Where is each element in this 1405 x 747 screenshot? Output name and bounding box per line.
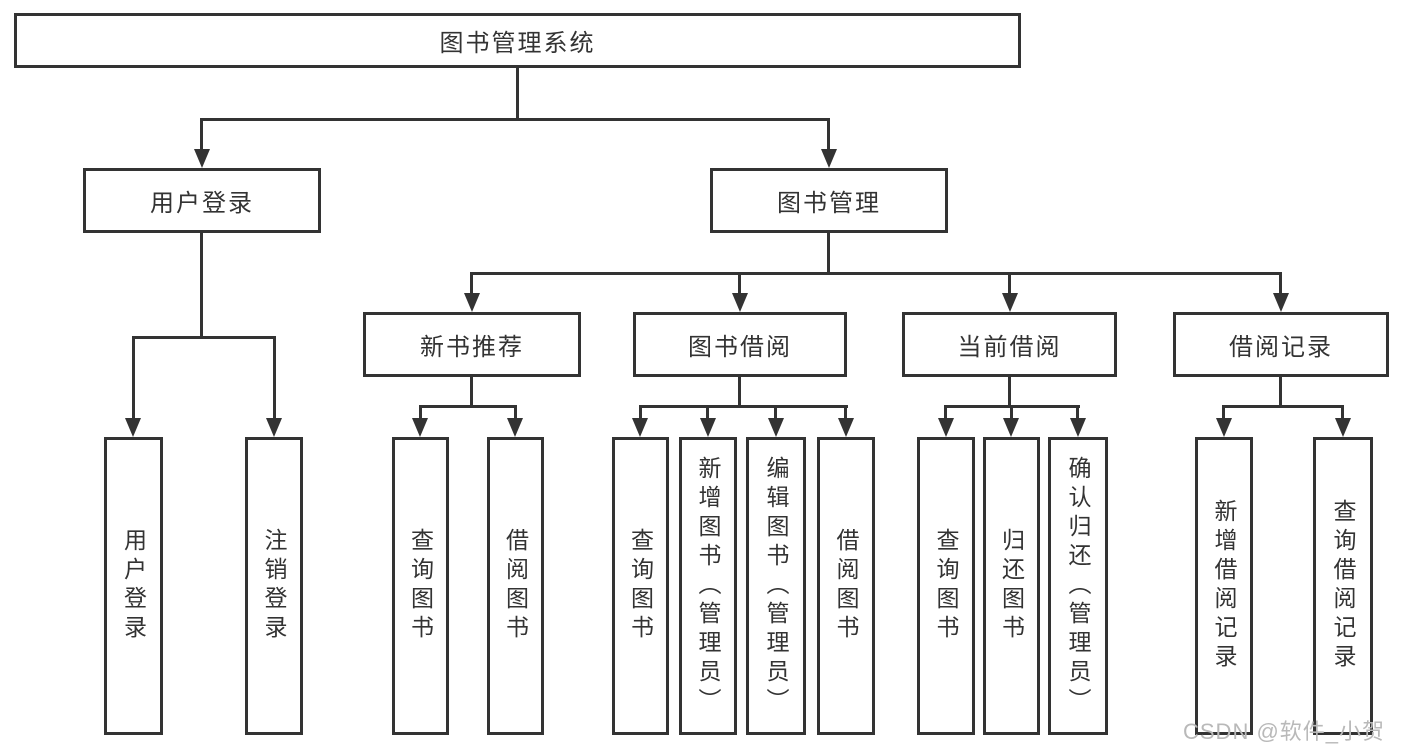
connector-line	[1222, 405, 1344, 408]
arrow-down-icon	[1002, 293, 1018, 312]
arrow-down-icon	[412, 418, 428, 437]
connector-line	[1008, 272, 1011, 296]
arrow-down-icon	[700, 418, 716, 437]
leaf-user-login: 用户登录	[104, 437, 163, 735]
arrow-down-icon	[1003, 418, 1019, 437]
connector-line	[273, 336, 276, 420]
connector-line	[706, 405, 709, 421]
node-borrow-records: 借阅记录	[1173, 312, 1389, 377]
arrow-down-icon	[938, 418, 954, 437]
connector-line	[844, 405, 847, 421]
arrow-down-icon	[838, 418, 854, 437]
connector-line	[1279, 272, 1282, 296]
leaf-edit-books-admin: 编辑图书（管理员）	[746, 437, 806, 735]
leaf-query-books-borrow: 查询图书	[612, 437, 669, 735]
connector-line	[827, 233, 830, 272]
leaf-query-books-current: 查询图书	[917, 437, 975, 735]
connector-line	[738, 272, 741, 296]
connector-line	[944, 405, 947, 421]
connector-line	[639, 405, 642, 421]
connector-line	[827, 118, 830, 152]
arrow-down-icon	[1335, 418, 1351, 437]
connector-line	[200, 233, 203, 336]
connector-line	[1076, 405, 1079, 421]
arrow-down-icon	[194, 149, 210, 168]
connector-line	[1010, 405, 1013, 421]
connector-line	[1341, 405, 1344, 421]
leaf-query-books-recommend: 查询图书	[392, 437, 449, 735]
leaf-borrow-books: 借阅图书	[817, 437, 875, 735]
node-new-book-recommend: 新书推荐	[363, 312, 581, 377]
node-book-borrow: 图书借阅	[633, 312, 847, 377]
connector-line	[470, 377, 473, 405]
leaf-logout: 注销登录	[245, 437, 303, 735]
node-library-management-system: 图书管理系统	[14, 13, 1021, 68]
connector-line	[738, 377, 741, 405]
connector-line	[639, 405, 848, 408]
arrow-down-icon	[632, 418, 648, 437]
connector-line	[774, 405, 777, 421]
csdn-watermark: CSDN @软件_小贺同学	[1183, 719, 1386, 744]
leaf-query-borrow-record: 查询借阅记录	[1313, 437, 1373, 735]
leaf-return-books: 归还图书	[983, 437, 1040, 735]
node-current-borrow: 当前借阅	[902, 312, 1117, 377]
leaf-add-books-admin: 新增图书（管理员）	[679, 437, 737, 735]
arrow-down-icon	[266, 418, 282, 437]
connector-line	[132, 336, 276, 339]
leaf-borrow-books-recommend: 借阅图书	[487, 437, 544, 735]
arrow-down-icon	[1070, 418, 1086, 437]
connector-line	[470, 272, 473, 296]
connector-line	[1222, 405, 1225, 421]
node-user-login: 用户登录	[83, 168, 321, 233]
arrow-down-icon	[464, 293, 480, 312]
connector-line	[419, 405, 422, 421]
connector-line	[514, 405, 517, 421]
connector-line	[516, 68, 519, 118]
leaf-add-borrow-record: 新增借阅记录	[1195, 437, 1253, 735]
arrow-down-icon	[507, 418, 523, 437]
connector-line	[1279, 377, 1282, 405]
arrow-down-icon	[125, 418, 141, 437]
arrow-down-icon	[821, 149, 837, 168]
connector-line	[1008, 377, 1011, 405]
connector-line	[200, 118, 203, 152]
connector-line	[132, 336, 135, 420]
arrow-down-icon	[1273, 293, 1289, 312]
leaf-confirm-return-admin: 确认归还（管理员）	[1048, 437, 1108, 735]
connector-line	[200, 118, 830, 121]
node-book-management: 图书管理	[710, 168, 948, 233]
connector-line	[419, 405, 517, 408]
connector-line	[470, 272, 1282, 275]
arrow-down-icon	[1216, 418, 1232, 437]
arrow-down-icon	[768, 418, 784, 437]
arrow-down-icon	[732, 293, 748, 312]
